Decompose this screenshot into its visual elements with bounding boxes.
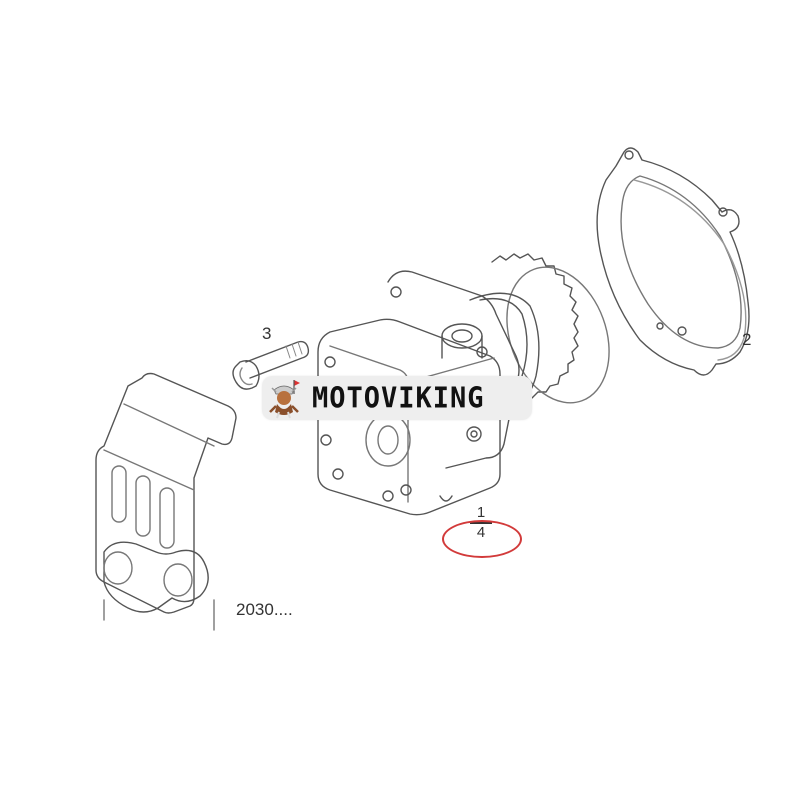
fraction-numerator: 1 — [476, 504, 486, 521]
watermark-logo: MOTOVIKING — [262, 376, 532, 420]
viking-mascot-icon — [269, 380, 300, 419]
brand-name: MOTOVIKING — [312, 381, 485, 415]
bolt-part — [232, 340, 310, 390]
gasket-part — [596, 147, 750, 376]
cover-part — [95, 372, 237, 631]
callout-2030: 2030.... — [236, 600, 293, 619]
highlight-circle — [442, 520, 522, 558]
callout-2: 2 — [742, 330, 752, 349]
callout-3: 3 — [262, 324, 272, 343]
